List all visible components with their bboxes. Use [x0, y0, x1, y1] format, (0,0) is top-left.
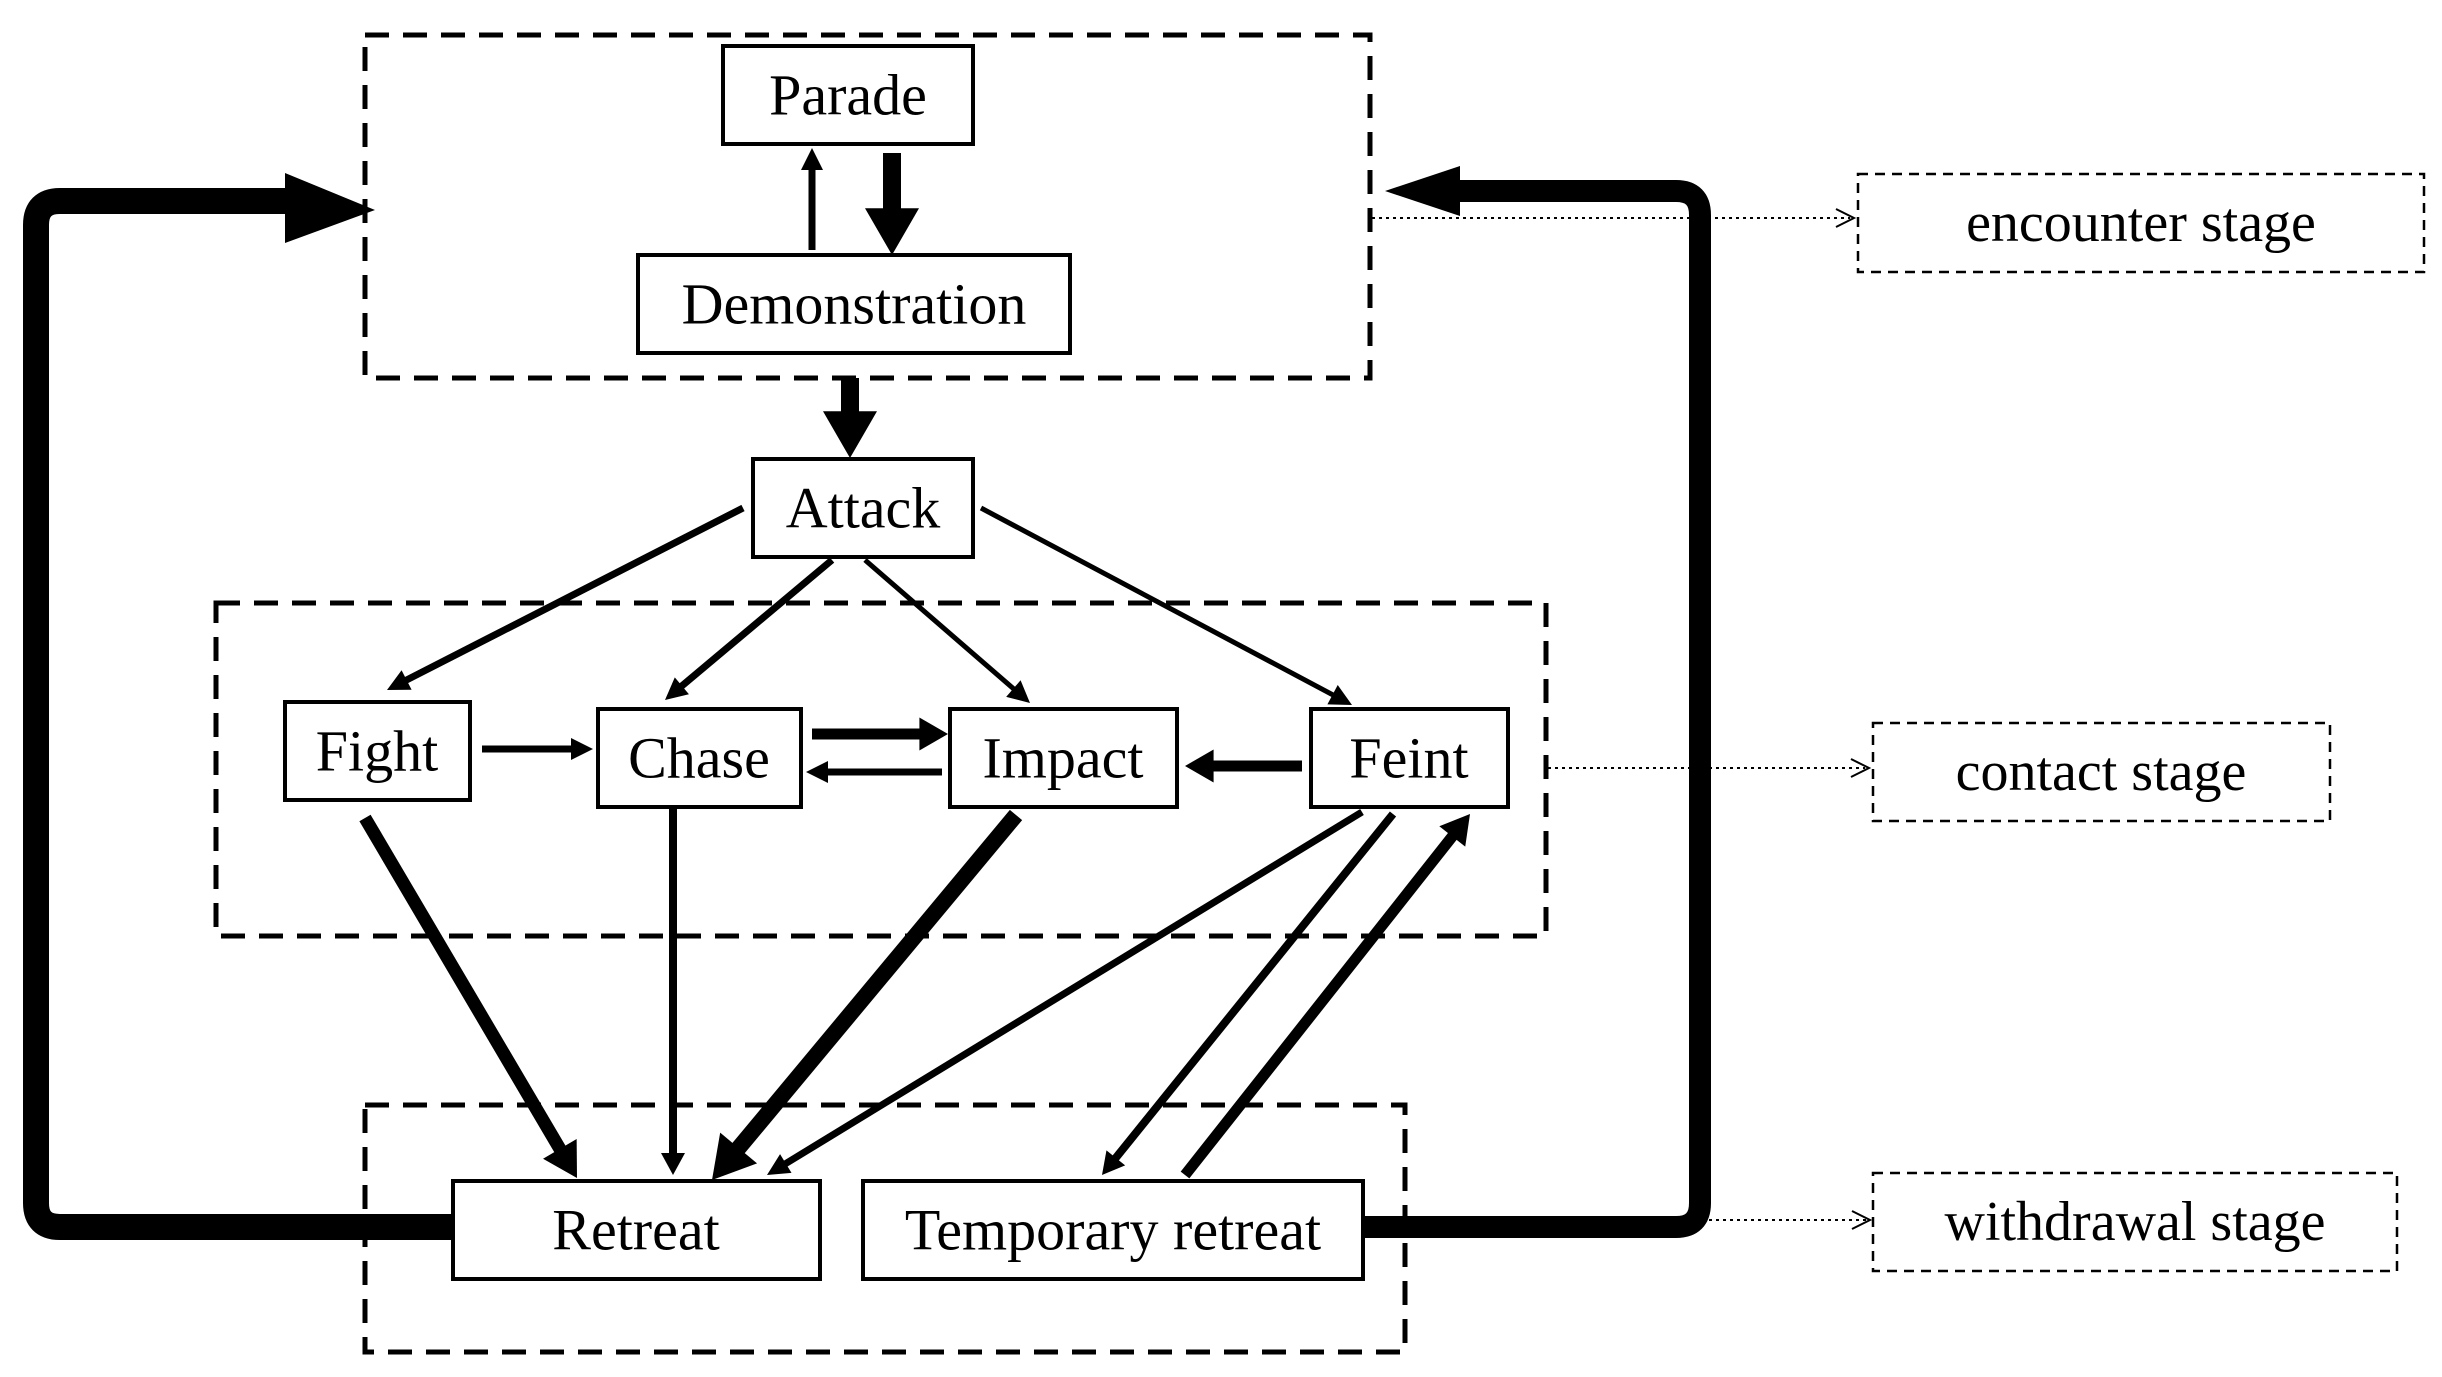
- fight-to-retreat-arrow: [359, 814, 577, 1178]
- demonstration-to-parade-arrow: [801, 148, 823, 250]
- fight-to-chase-arrow-head: [571, 738, 593, 760]
- impact-to-retreat-arrow: [712, 809, 1023, 1180]
- temporary-retreat-to-feint-arrow-head: [1439, 814, 1470, 847]
- impact-to-retreat-arrow-shaft: [731, 809, 1023, 1154]
- chase-to-impact-arrow: [812, 717, 948, 751]
- attack-to-feint-arrow-head: [1327, 684, 1352, 705]
- parade-to-demonstration-arrow: [865, 153, 919, 255]
- contact-stage-label: contact stage: [1871, 721, 2332, 823]
- feint-to-retreat-arrow-head: [767, 1154, 792, 1175]
- node-demonstration-label: Demonstration: [682, 272, 1027, 337]
- parade-to-demonstration-arrow-head: [865, 208, 919, 255]
- node-impact-label: Impact: [982, 726, 1143, 791]
- node-parade: Parade: [721, 44, 975, 146]
- contact-stage-text: contact stage: [1956, 741, 2247, 803]
- withdrawal-stage-label: withdrawal stage: [1871, 1171, 2399, 1273]
- encounter-stage-connector-head: [1835, 208, 1857, 228]
- attack-to-fight-arrow-shaft: [404, 504, 745, 684]
- chase-to-retreat-arrow-head: [661, 1153, 685, 1175]
- impact-to-chase-arrow-head: [806, 761, 828, 783]
- attack-to-impact-arrow-shaft: [863, 558, 1016, 692]
- attack-to-chase-arrow-head: [665, 677, 689, 700]
- fight-to-retreat-arrow-shaft: [359, 814, 566, 1154]
- chase-to-impact-arrow-head: [919, 717, 948, 751]
- node-retreat-label: Retreat: [552, 1198, 719, 1263]
- node-feint-label: Feint: [1349, 726, 1468, 791]
- retreat-loop-arrowhead: [285, 173, 375, 243]
- fight-to-retreat-arrow-head: [543, 1138, 577, 1178]
- node-chase-label: Chase: [628, 726, 770, 791]
- contact-stage-frame: [213, 600, 1549, 939]
- node-parade-label: Parade: [769, 63, 927, 128]
- node-chase: Chase: [596, 707, 803, 809]
- attack-to-fight-arrow-head: [387, 670, 412, 690]
- arrows-group: [359, 148, 1470, 1180]
- withdrawal-stage-connector-head: [1851, 1210, 1873, 1230]
- feint-to-retreat-arrow: [767, 809, 1364, 1175]
- contact-stage-connector-head: [1850, 758, 1872, 778]
- impact-to-retreat-arrow-head: [712, 1132, 758, 1180]
- node-attack-label: Attack: [786, 476, 941, 541]
- chase-to-retreat-arrow: [661, 807, 685, 1175]
- attack-to-chase-arrow: [665, 557, 835, 700]
- encounter-stage-label: encounter stage: [1856, 172, 2426, 274]
- fight-to-chase-arrow: [482, 738, 593, 760]
- node-temporary-retreat-label: Temporary retreat: [905, 1198, 1321, 1263]
- demonstration-to-attack-arrow-head: [823, 411, 877, 458]
- temporary-retreat-loop-arrow: [1355, 180, 1711, 1238]
- feint-to-temporary-retreat-arrow-head: [1102, 1150, 1126, 1175]
- node-attack: Attack: [751, 457, 975, 559]
- temporary-retreat-loop-arrowhead: [1385, 166, 1460, 216]
- retreat-loop-arrow: [23, 188, 455, 1240]
- feint-to-retreat-arrow-shaft: [783, 809, 1364, 1168]
- attack-to-impact-arrow: [863, 558, 1030, 703]
- node-fight: Fight: [283, 700, 472, 802]
- demonstration-to-attack-arrow: [823, 378, 877, 458]
- node-feint: Feint: [1309, 707, 1510, 809]
- feint-to-temporary-retreat-arrow-shaft: [1112, 811, 1397, 1162]
- attack-to-impact-arrow-head: [1006, 680, 1030, 703]
- node-demonstration: Demonstration: [636, 253, 1072, 355]
- attack-to-feint-arrow-shaft: [979, 505, 1335, 698]
- feint-to-temporary-retreat-arrow: [1102, 811, 1397, 1175]
- node-fight-label: Fight: [316, 719, 439, 784]
- demonstration-to-parade-arrow-head: [801, 148, 823, 170]
- feint-to-impact-arrow: [1185, 749, 1302, 783]
- impact-to-chase-arrow: [806, 761, 942, 783]
- encounter-stage-text: encounter stage: [1966, 192, 2316, 254]
- node-temporary-retreat: Temporary retreat: [861, 1179, 1365, 1281]
- attack-to-fight-arrow: [387, 504, 745, 690]
- node-impact: Impact: [948, 707, 1179, 809]
- withdrawal-stage-text: withdrawal stage: [1945, 1191, 2326, 1253]
- attack-to-feint-arrow: [979, 505, 1352, 705]
- node-retreat: Retreat: [451, 1179, 822, 1281]
- temporary-retreat-to-feint-arrow-shaft: [1180, 832, 1458, 1179]
- feint-to-impact-arrow-head: [1185, 749, 1214, 783]
- attack-to-chase-arrow-shaft: [678, 557, 835, 690]
- temporary-retreat-to-feint-arrow: [1180, 814, 1470, 1179]
